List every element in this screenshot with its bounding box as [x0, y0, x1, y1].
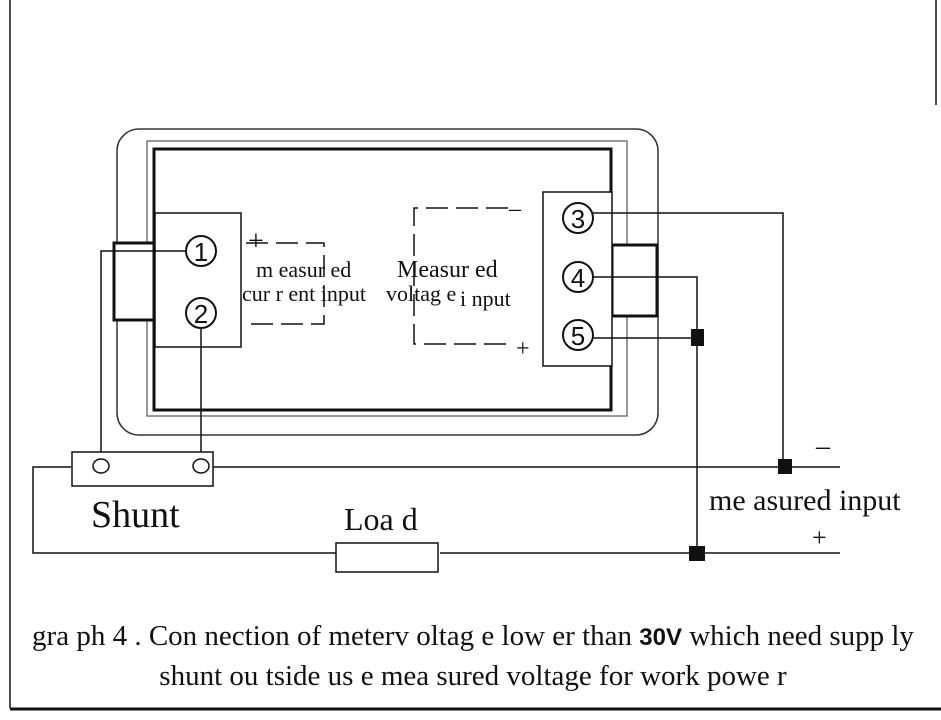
current-plus-sign: +	[248, 226, 264, 257]
voltage-minus-sign: –	[508, 196, 522, 222]
load-resistor	[335, 542, 439, 573]
terminal-4: 4	[562, 261, 594, 293]
terminal-1: 1	[185, 235, 217, 267]
voltage-input-bracket	[413, 207, 508, 345]
shunt-resistor	[71, 451, 214, 487]
terminal-2-label: 2	[194, 299, 208, 329]
junction-negative	[778, 459, 792, 474]
terminal-5-label: 5	[571, 321, 585, 351]
terminal-5: 5	[562, 319, 594, 351]
voltage-input-label-line1: Measur ed	[397, 257, 498, 283]
measured-input-label: me asured input	[709, 484, 901, 517]
terminal-1-label: 1	[194, 237, 208, 267]
terminal-3: 3	[562, 202, 594, 234]
caption-line1-suffix: which need supp ly	[682, 620, 914, 652]
wire-terminal3-to-negative	[593, 212, 784, 465]
voltage-input-label-line2b: i nput	[460, 286, 511, 311]
measured-plus-sign: +	[812, 523, 827, 552]
load-label: Loa d	[344, 501, 418, 537]
voltage-input-label-line2a: voltag e	[386, 281, 456, 306]
caption-voltage-value: 30V	[639, 624, 682, 651]
terminal-3-label: 3	[571, 204, 585, 234]
terminal-4-label: 4	[571, 263, 585, 293]
current-input-label-line1: m easur ed	[256, 257, 351, 282]
left-loop-wire	[32, 466, 336, 554]
voltage-plus-sign: +	[516, 336, 530, 362]
measured-minus-sign: –	[815, 431, 831, 462]
current-input-bracket	[246, 242, 325, 325]
caption-line2: shunt ou tside us e mea sured voltage fo…	[159, 660, 787, 692]
left-connector	[112, 241, 156, 322]
caption-line1-prefix: gra ph 4 . Con nection of meterv oltag e…	[32, 620, 639, 652]
shunt-label: Shunt	[91, 494, 180, 536]
terminal-2: 2	[185, 297, 217, 329]
wire-terminal1-to-shunt	[100, 250, 186, 458]
caption-line1: gra ph 4 . Con nection of meterv oltag e…	[32, 620, 914, 652]
junction-positive	[689, 546, 705, 561]
wire-terminal4-to-positive	[593, 276, 698, 552]
junction-terminal5	[691, 329, 704, 346]
current-input-label-line2: cur r ent input	[242, 281, 366, 306]
right-connector	[610, 243, 659, 318]
